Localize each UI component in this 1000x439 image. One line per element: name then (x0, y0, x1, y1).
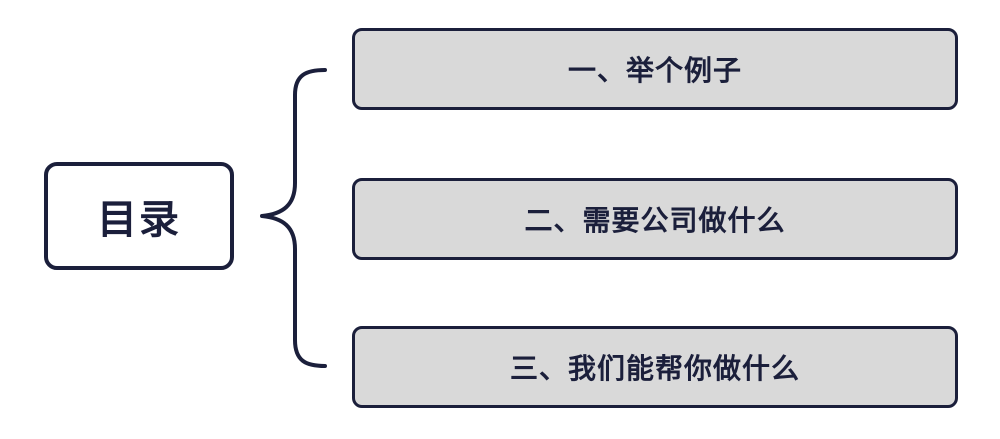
root-label: 目录 (97, 197, 181, 243)
toc-item-label: 二、需要公司做什么 (524, 204, 786, 237)
toc-item-label: 三、我们能帮你做什么 (509, 352, 800, 385)
toc-item-3: 三、我们能帮你做什么 (352, 326, 958, 408)
toc-item-1: 一、举个例子 (352, 28, 958, 110)
toc-item-2: 二、需要公司做什么 (352, 178, 958, 260)
toc-item-label: 一、举个例子 (567, 54, 742, 87)
root-node: 目录 (44, 162, 234, 270)
